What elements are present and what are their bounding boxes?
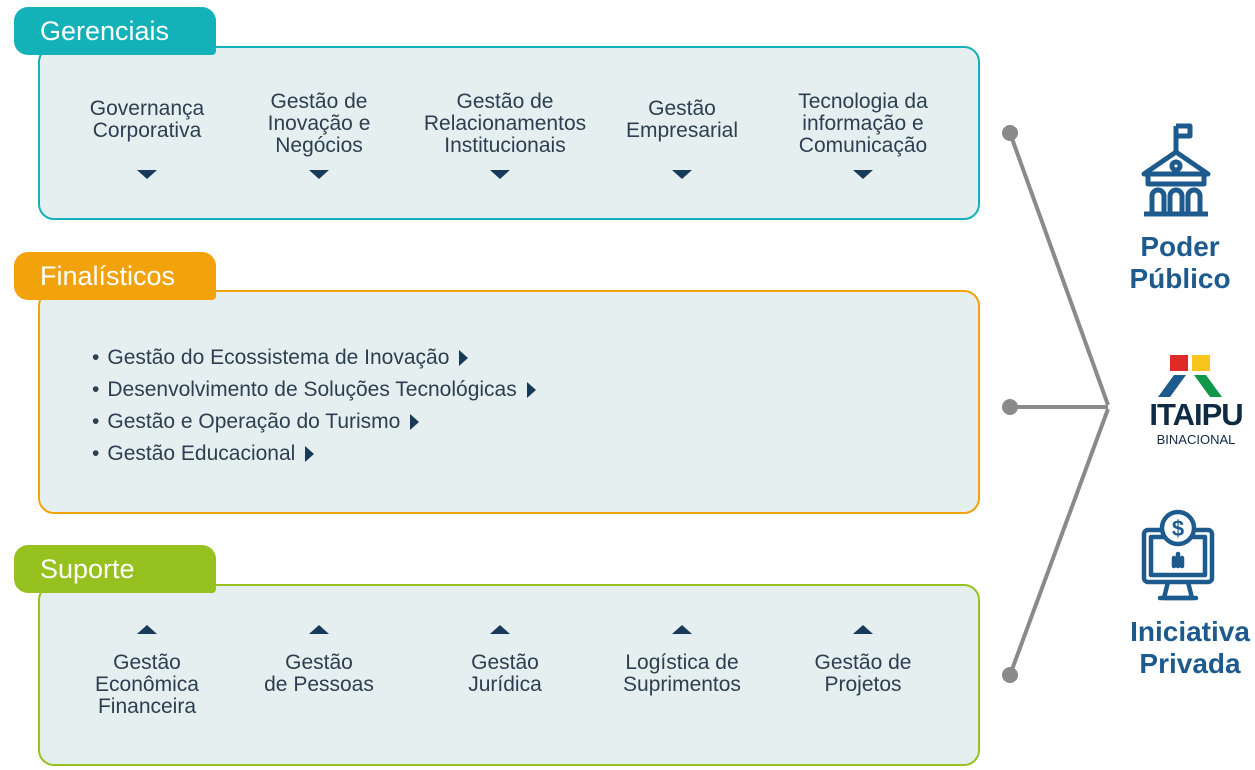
gerenciais-item[interactable]: Gestão de Inovação e Negócios bbox=[224, 91, 414, 157]
suporte-item-label: Gestão Jurídica bbox=[468, 651, 542, 696]
suporte-item[interactable]: Logística de Suprimentos bbox=[587, 652, 777, 696]
connector-suporte bbox=[1008, 408, 1110, 676]
connector-gerenciais bbox=[1008, 132, 1110, 406]
suporte-item[interactable]: Gestão Jurídica bbox=[405, 652, 605, 696]
bullet-icon: • bbox=[92, 442, 100, 465]
suporte-item[interactable]: Gestão de Projetos bbox=[768, 652, 958, 696]
finalisticos-item[interactable]: • Gestão e Operação do Turismo bbox=[92, 406, 536, 438]
chevron-down-icon bbox=[853, 170, 873, 179]
gerenciais-item-label: Tecnologia da informação e Comunicação bbox=[798, 90, 928, 157]
connector-dot-gerenciais bbox=[1002, 125, 1018, 141]
suporte-item-label: Logística de Suprimentos bbox=[623, 651, 741, 696]
suporte-item[interactable]: Gestão Econômica Financeira bbox=[52, 652, 242, 718]
chevron-up-icon bbox=[490, 625, 510, 634]
government-building-icon bbox=[1141, 123, 1211, 217]
connector-dot-suporte bbox=[1002, 667, 1018, 683]
finalisticos-item-label: Gestão do Ecossistema de Inovação bbox=[107, 346, 450, 369]
gerenciais-item[interactable]: Gestão de Relacionamentos Institucionais bbox=[405, 91, 605, 157]
iniciativa-privada-label: Iniciativa Privada bbox=[1130, 616, 1250, 679]
chevron-down-icon bbox=[137, 170, 157, 179]
chevron-up-icon bbox=[137, 625, 157, 634]
gerenciais-item[interactable]: Gestão Empresarial bbox=[587, 98, 777, 142]
chevron-right-icon bbox=[526, 382, 536, 398]
svg-text:$: $ bbox=[1172, 516, 1184, 541]
bullet-icon: • bbox=[92, 346, 100, 369]
suporte-item[interactable]: Gestão de Pessoas bbox=[224, 652, 414, 696]
gerenciais-item[interactable]: Governança Corporativa bbox=[52, 98, 242, 142]
finalisticos-item-label: Gestão e Operação do Turismo bbox=[107, 410, 401, 433]
finalisticos-panel bbox=[38, 290, 980, 514]
itaipu-logo bbox=[1158, 355, 1222, 397]
suporte-item-label: Gestão de Pessoas bbox=[264, 651, 374, 696]
gerenciais-panel bbox=[38, 46, 980, 220]
bullet-icon: • bbox=[92, 378, 100, 401]
binacional-wordmark: BINACIONAL bbox=[1156, 432, 1236, 447]
connector-dot-finalisticos bbox=[1002, 399, 1018, 415]
chevron-right-icon bbox=[305, 446, 315, 462]
gerenciais-item[interactable]: Tecnologia da informação e Comunicação bbox=[768, 91, 958, 157]
chevron-up-icon bbox=[309, 625, 329, 634]
finalisticos-item-label: Desenvolvimento de Soluções Tecnológicas bbox=[107, 378, 517, 401]
gerenciais-item-label: Gestão de Inovação e Negócios bbox=[267, 90, 371, 157]
monitor-dollar-icon: $ bbox=[1141, 509, 1215, 601]
chevron-down-icon bbox=[672, 170, 692, 179]
gerenciais-item-label: Governança Corporativa bbox=[89, 97, 205, 142]
finalisticos-tab: Finalísticos bbox=[14, 252, 216, 300]
finalisticos-item[interactable]: • Gestão Educacional bbox=[92, 438, 536, 470]
suporte-tab: Suporte bbox=[14, 545, 216, 593]
gerenciais-item-label: Gestão de Relacionamentos Institucionais bbox=[423, 90, 587, 157]
chevron-right-icon bbox=[410, 414, 420, 430]
bullet-icon: • bbox=[92, 410, 100, 433]
chevron-up-icon bbox=[672, 625, 692, 634]
suporte-item-label: Gestão de Projetos bbox=[814, 651, 912, 696]
finalisticos-item[interactable]: • Gestão do Ecossistema de Inovação bbox=[92, 342, 536, 374]
finalisticos-item-label: Gestão Educacional bbox=[107, 442, 296, 465]
gerenciais-tab: Gerenciais bbox=[14, 7, 216, 55]
poder-publico-label: Poder Público bbox=[1129, 231, 1231, 294]
chevron-down-icon bbox=[490, 170, 510, 179]
chevron-right-icon bbox=[459, 350, 469, 366]
suporte-panel bbox=[38, 584, 980, 766]
finalisticos-list: • Gestão do Ecossistema de Inovação • De… bbox=[92, 342, 536, 470]
chevron-up-icon bbox=[853, 625, 873, 634]
gerenciais-item-label: Gestão Empresarial bbox=[625, 97, 739, 142]
chevron-down-icon bbox=[309, 170, 329, 179]
itaipu-wordmark: ITAIPU bbox=[1149, 397, 1243, 432]
finalisticos-item[interactable]: • Desenvolvimento de Soluções Tecnológic… bbox=[92, 374, 536, 406]
suporte-item-label: Gestão Econômica Financeira bbox=[95, 651, 199, 718]
